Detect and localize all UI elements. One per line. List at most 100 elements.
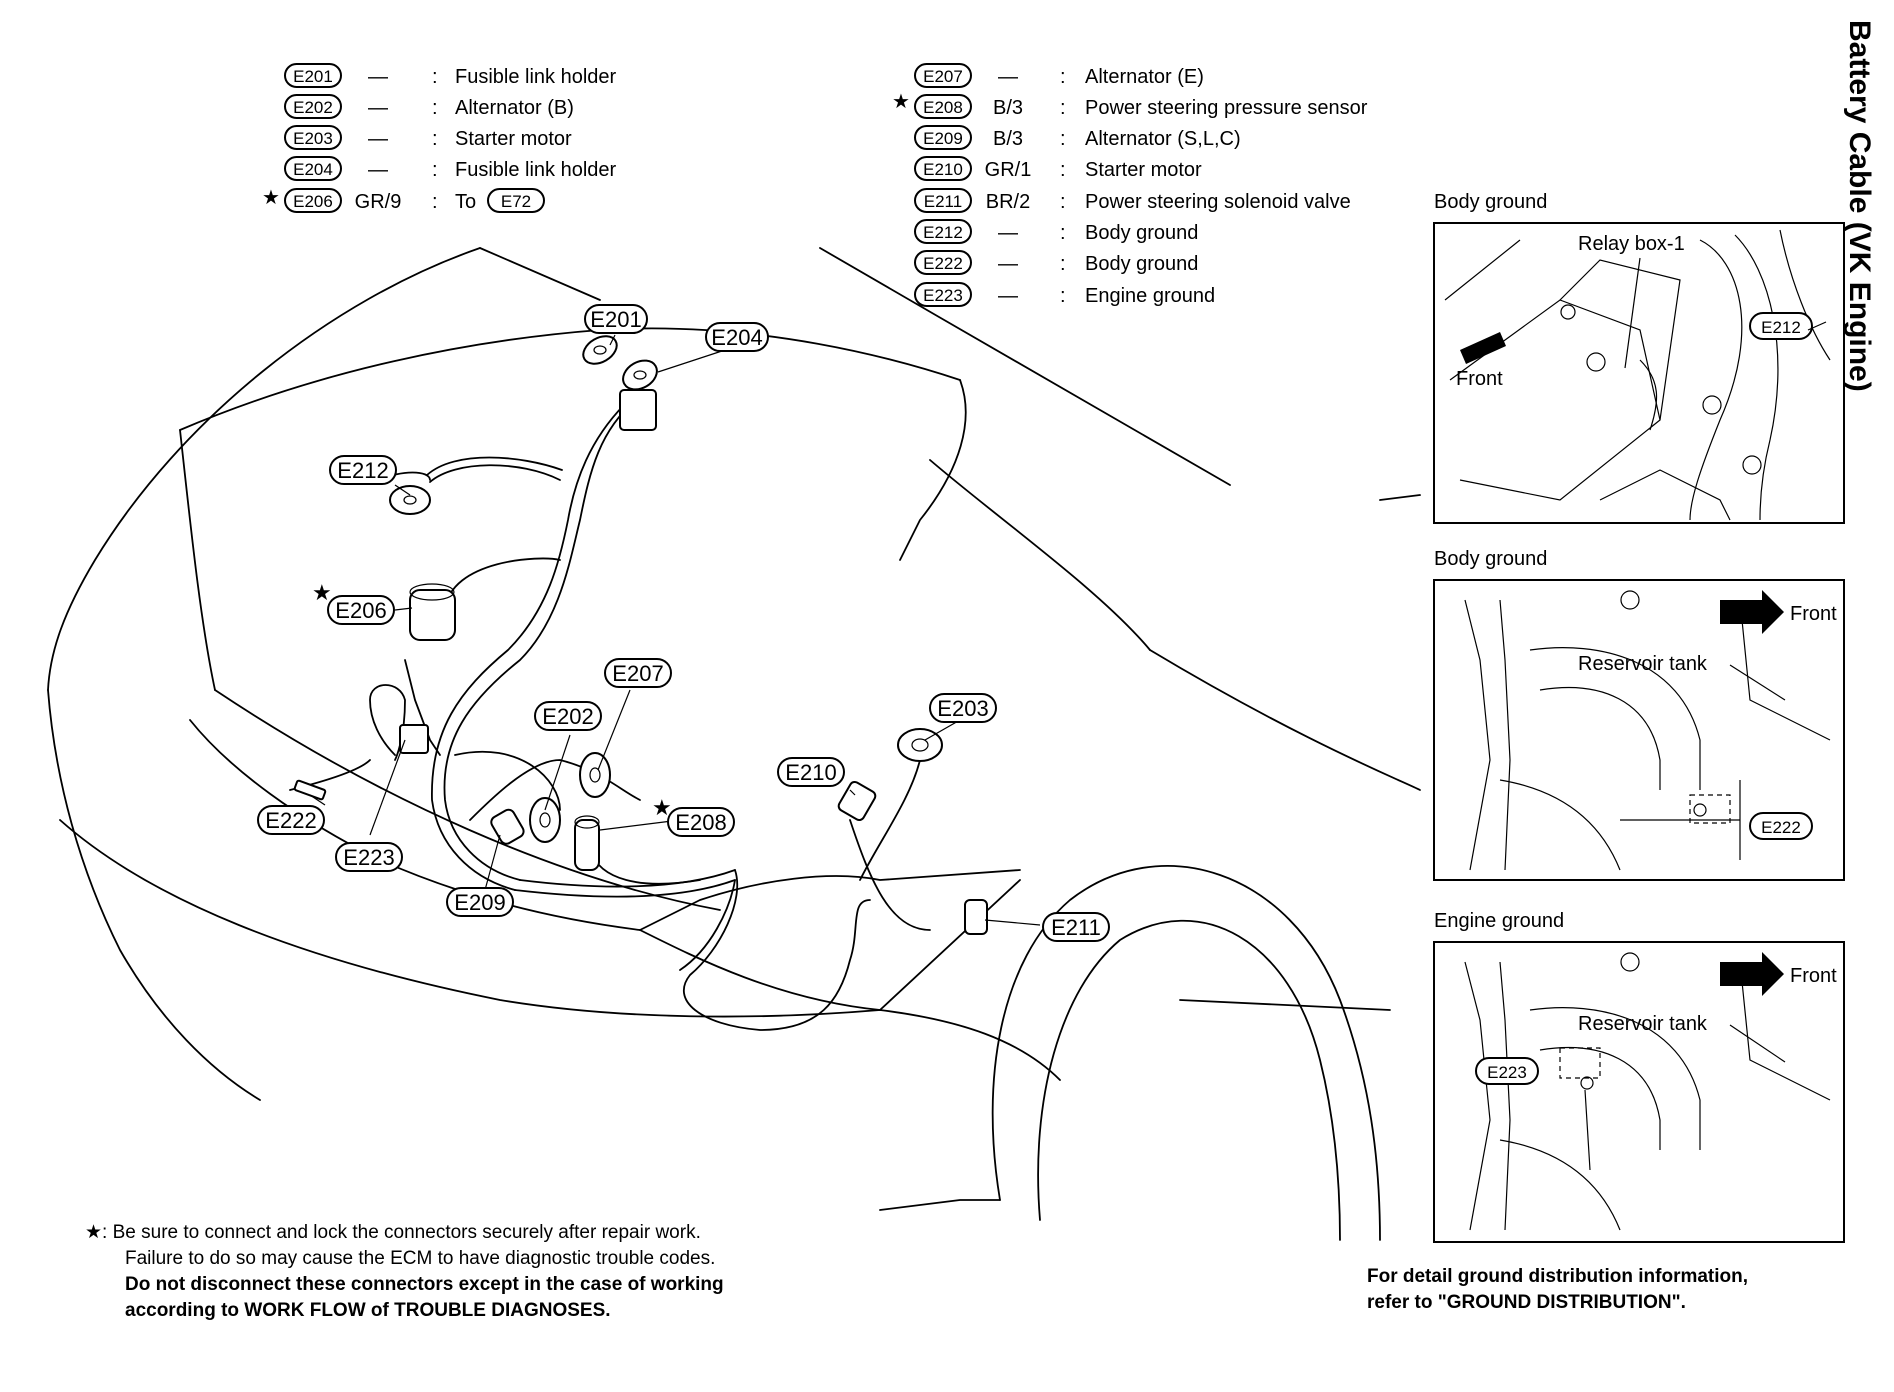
main-label-e206: ★ E206	[312, 580, 395, 625]
main-label-e207-text: E207	[612, 661, 663, 686]
legend-row: E203 — : Starter motor	[284, 125, 572, 150]
side-title: Battery Cable (VK Engine)	[1843, 20, 1876, 392]
legend-color: —	[998, 285, 1018, 307]
legend-row: E210 GR/1 : Starter motor	[914, 156, 1202, 181]
main-label-e223: E223	[335, 842, 403, 872]
main-label-e202-text: E202	[542, 704, 593, 729]
panel-callout-relay-box: Relay box-1	[1578, 233, 1685, 255]
legend-desc: Body ground	[1085, 222, 1198, 244]
legend-sep: :	[432, 159, 438, 181]
panel-connector: E223	[1487, 1063, 1527, 1082]
legend-code: E212	[923, 223, 963, 242]
legend-sep: :	[1060, 253, 1066, 275]
legend-row: ★ E206 GR/9 : To E72	[262, 187, 545, 213]
main-label-e208-star: ★	[652, 795, 672, 820]
legend-color: GR/9	[355, 191, 402, 213]
legend-row: ★ E208 B/3 : Power steering pressure sen…	[892, 91, 1368, 119]
panel-callout-front: Front	[1790, 603, 1837, 625]
legend-star: ★	[892, 91, 910, 113]
legend-code: E201	[293, 67, 333, 86]
main-label-e207: E207	[604, 658, 672, 688]
panel-connector: E212	[1761, 318, 1801, 337]
main-label-e208-text: E208	[675, 810, 726, 835]
footnote-line1: : Be sure to connect and lock the connec…	[102, 1222, 701, 1243]
legend-code: E210	[923, 160, 963, 179]
legend-desc: To	[455, 191, 476, 213]
panel-callout-reservoir: Reservoir tank	[1578, 1013, 1708, 1035]
legend-code: E208	[923, 98, 963, 117]
main-label-e204: E204	[705, 322, 769, 352]
legend-ref: E72	[501, 192, 531, 211]
legend-desc: Power steering pressure sensor	[1085, 97, 1368, 119]
main-label-e201: E201	[584, 304, 648, 334]
legend-code: E206	[293, 192, 333, 211]
detail-panel-engine-ground-e223: Engine ground Front Reservoir tank E223	[1433, 910, 1845, 1243]
legend-sep: :	[1060, 97, 1066, 119]
legend-row: E202 — : Alternator (B)	[284, 94, 574, 119]
main-label-e208: ★ E208	[652, 795, 735, 837]
legend-desc: Fusible link holder	[455, 159, 617, 181]
legend-row: E207 — : Alternator (E)	[914, 63, 1204, 88]
main-label-e204-text: E204	[711, 325, 762, 350]
main-label-e212: E212	[329, 455, 397, 485]
panel-title: Body ground	[1434, 548, 1547, 570]
footnote-line3: Do not disconnect these connectors excep…	[125, 1274, 724, 1295]
panel-title: Engine ground	[1434, 910, 1564, 932]
panel-title: Body ground	[1434, 191, 1547, 213]
legend-row: E209 B/3 : Alternator (S,L,C)	[914, 125, 1241, 150]
legend-sep: :	[1060, 128, 1066, 150]
legend-row: E223 — : Engine ground	[914, 282, 1215, 307]
footnote-star: ★	[85, 1222, 103, 1243]
legend-color: —	[368, 159, 388, 181]
legend-sep: :	[1060, 66, 1066, 88]
detail-panel-body-ground-e212: Body ground Front Relay box-1 E212	[1433, 191, 1845, 524]
footnote-line4: according to WORK FLOW of TROUBLE DIAGNO…	[125, 1300, 611, 1321]
legend-row: E212 — : Body ground	[914, 219, 1198, 244]
legend-desc: Fusible link holder	[455, 66, 617, 88]
legend-code: E222	[923, 254, 963, 273]
legend-sep: :	[1060, 159, 1066, 181]
connector-shapes	[293, 335, 988, 935]
main-label-e201-text: E201	[590, 307, 641, 332]
legend-desc: Power steering solenoid valve	[1085, 191, 1351, 213]
legend-row: E222 — : Body ground	[914, 250, 1198, 275]
legend-code: E223	[923, 286, 963, 305]
legend-code: E207	[923, 67, 963, 86]
main-label-e211: E211	[1042, 912, 1110, 942]
panel-callout-front: Front	[1790, 965, 1837, 987]
legend-code: E209	[923, 129, 963, 148]
legend-color: B/3	[993, 97, 1023, 119]
legend-desc: Body ground	[1085, 253, 1198, 275]
legend-desc: Alternator (B)	[455, 97, 574, 119]
legend-sep: :	[1060, 222, 1066, 244]
main-label-e209-text: E209	[454, 890, 505, 915]
legend-sep: :	[432, 191, 438, 213]
legend-color: —	[998, 222, 1018, 244]
main-label-e222-text: E222	[265, 808, 316, 833]
main-label-e223-text: E223	[343, 845, 394, 870]
legend-desc: Starter motor	[1085, 159, 1202, 181]
legend-color: GR/1	[985, 159, 1032, 181]
leader-lines	[309, 334, 1041, 926]
legend-desc: Alternator (S,L,C)	[1085, 128, 1241, 150]
main-label-e210: E210	[777, 757, 845, 787]
main-label-e203: E203	[929, 693, 997, 723]
legend-sep: :	[432, 66, 438, 88]
main-label-e206-star: ★	[312, 580, 332, 605]
legend-sep: :	[432, 128, 438, 150]
detail-panel-body-ground-e222: Body ground Front Reservoir tank E222	[1433, 548, 1845, 881]
main-label-e206-text: E206	[335, 598, 386, 623]
vehicle-outline	[47, 247, 1421, 1241]
legend-code: E211	[924, 192, 962, 211]
legend-color: —	[998, 253, 1018, 275]
main-label-e210-text: E210	[785, 760, 836, 785]
legend-color: —	[368, 97, 388, 119]
main-label-e203-text: E203	[937, 696, 988, 721]
legend-color: BR/2	[986, 191, 1030, 213]
footnote: ★: Be sure to connect and lock the conne…	[85, 1220, 724, 1324]
panel-callout-reservoir: Reservoir tank	[1578, 653, 1708, 675]
legend-row: E201 — : Fusible link holder	[284, 63, 617, 88]
main-label-e209: E209	[446, 887, 514, 917]
footnote-line2: Failure to do so may cause the ECM to ha…	[125, 1248, 716, 1269]
